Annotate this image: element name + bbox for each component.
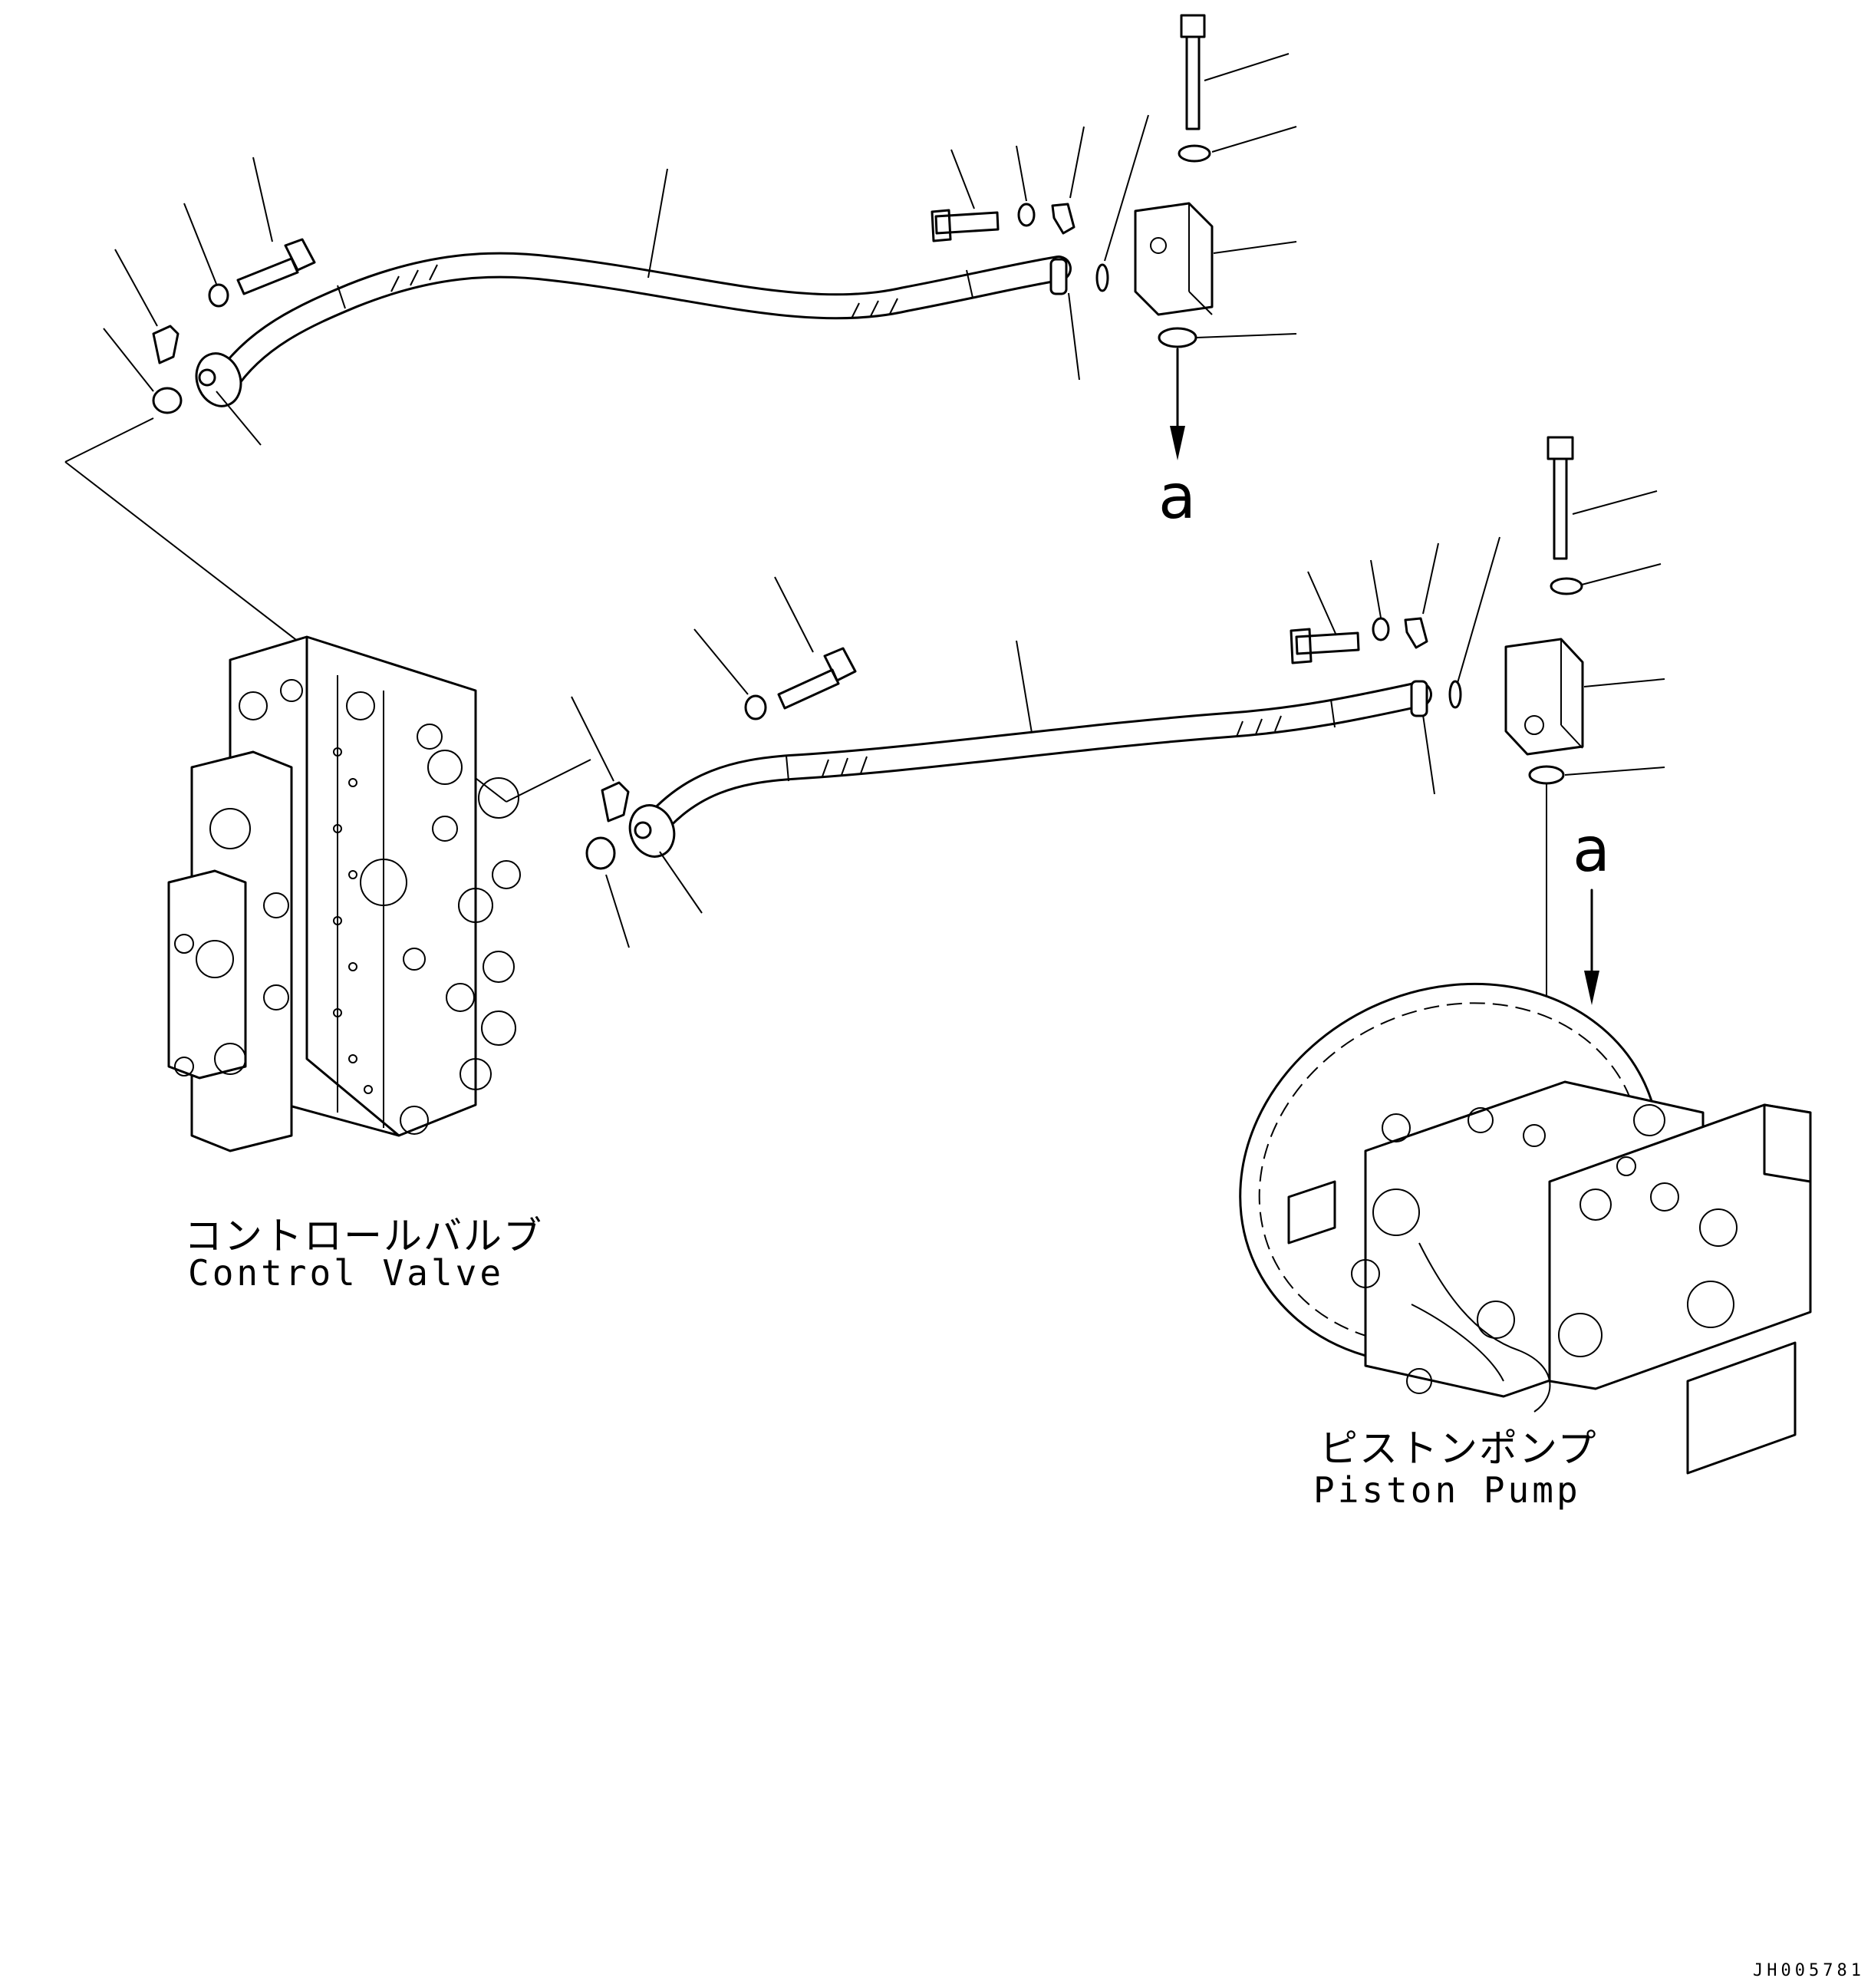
upper-right-bolt: [931, 209, 1000, 242]
lower-adapter-block: [1504, 638, 1584, 756]
lower-right-o-ring: [1448, 680, 1462, 709]
control-valve-label-jp: コントロールバルブ: [184, 1214, 543, 1258]
lower-hose-assembly: a: [571, 436, 1665, 1258]
upper-left-washer: [208, 283, 229, 308]
upper-right-split-flange: [1051, 203, 1075, 235]
lower-left-split-flange: [601, 781, 630, 823]
piston-pump-label-jp: ピストンポンプ: [1319, 1426, 1598, 1471]
lower-hose-right-fitting: [1410, 680, 1428, 717]
upper-left-split-flange: [152, 325, 180, 364]
control-valve-drawing: [167, 635, 521, 1152]
lower-left-washer: [744, 694, 767, 720]
upper-hose-right-fitting: [1049, 258, 1068, 295]
lower-block-washer: [1550, 577, 1583, 595]
upper-long-bolt: [1180, 14, 1206, 130]
upper-left-o-ring: [152, 387, 183, 414]
upper-right-o-ring: [1095, 263, 1109, 292]
lower-hose-left-flange: [628, 804, 676, 858]
lower-connection-mark: a: [1573, 814, 1610, 885]
lower-right-split-flange: [1404, 617, 1428, 649]
drawing-code: JH005781: [1753, 1961, 1865, 1980]
lower-left-bolt: [777, 647, 857, 710]
upper-right-washer: [1017, 203, 1036, 227]
upper-block-washer: [1178, 144, 1211, 163]
lower-right-washer: [1372, 617, 1390, 641]
lower-left-o-ring: [585, 836, 616, 870]
upper-block-o-ring: [1158, 327, 1197, 348]
lower-callout-lines: [571, 490, 1665, 948]
lower-block-o-ring: [1528, 765, 1565, 785]
piston-pump-label-en: Piston Pump: [1313, 1469, 1581, 1511]
upper-hose-assembly: a: [103, 14, 1297, 532]
upper-callout-lines: [103, 53, 1297, 446]
upper-connection-mark: a: [1158, 461, 1196, 532]
upper-left-bolt: [236, 238, 316, 295]
upper-adapter-block: [1134, 202, 1214, 316]
lower-right-bolt: [1290, 628, 1360, 664]
lower-long-bolt: [1547, 436, 1574, 560]
control-valve-label-en: Control Valve: [188, 1252, 504, 1294]
piston-pump-drawing: [1239, 982, 1812, 1475]
